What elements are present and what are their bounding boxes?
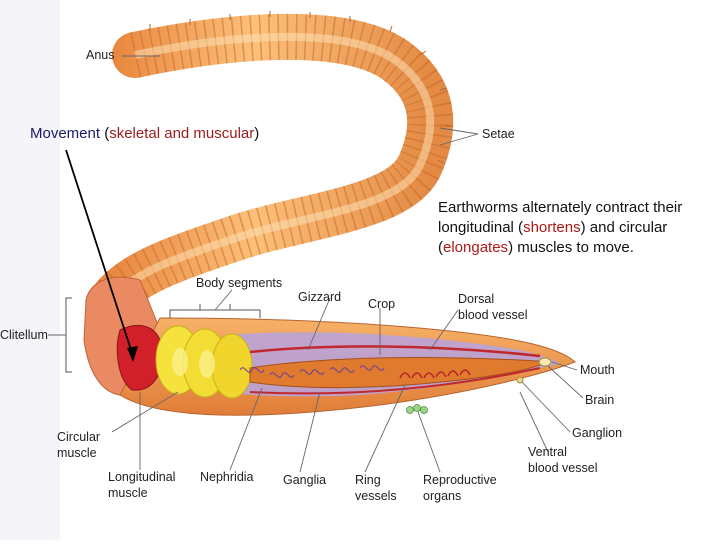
label-nephridia: Nephridia: [200, 470, 254, 484]
leader-lines: [48, 55, 584, 473]
ganglion-shape: [516, 376, 524, 384]
label-circular-1: Circular: [57, 430, 101, 444]
label-reproductive-2: organs: [423, 489, 462, 503]
label-reproductive-1: Reproductive: [423, 473, 497, 487]
title-detail: skeletal and muscular: [109, 125, 255, 142]
longitudinal-muscle-layer: [116, 324, 163, 391]
label-dorsal-1: Dorsal: [458, 292, 495, 306]
label-ventral-1: Ventral: [528, 445, 567, 459]
pointer-arrow: [65, 149, 134, 357]
brain-shape: [538, 357, 552, 367]
desc-shortens: shortens: [523, 219, 581, 236]
reproductive-organs: [406, 404, 428, 414]
title-main: Movement: [30, 125, 101, 142]
label-clitellum: Clitellum: [0, 328, 48, 342]
ventral-vessel: [249, 367, 541, 395]
nephridia: [239, 365, 385, 378]
desc-part2: ) and circular (: [438, 219, 668, 256]
desc-elongates: elongates: [443, 239, 509, 256]
label-anus: Anus: [86, 48, 115, 62]
dorsal-vessel: [249, 345, 541, 358]
label-setae: Setae: [482, 127, 515, 141]
label-mouth: Mouth: [580, 363, 615, 377]
label-dorsal-2: blood vessel: [458, 308, 528, 322]
desc-part1: Earthworms alternately contract their lo…: [438, 199, 683, 236]
label-ganglion: Ganglion: [572, 426, 623, 440]
circular-muscle-disc: [211, 333, 253, 399]
label-gizzard: Gizzard: [298, 290, 342, 304]
label-crop: Crop: [368, 297, 396, 311]
label-longitudinal-2: muscle: [108, 486, 148, 500]
label-ring-1: Ring: [355, 473, 381, 487]
label-brain: Brain: [585, 393, 615, 407]
title-paren-open: (: [100, 125, 110, 142]
label-circular-2: muscle: [57, 446, 97, 460]
label-ring-2: vessels: [355, 489, 397, 503]
movement-description: Earthworms alternately contract their lo…: [438, 198, 708, 258]
label-longitudinal-1: Longitudinal: [108, 470, 176, 484]
title-paren-close: ): [254, 125, 260, 142]
ring-vessels: [399, 369, 471, 379]
label-ganglia: Ganglia: [283, 473, 327, 487]
label-body-segments: Body segments: [196, 276, 283, 290]
page-edge: [0, 0, 60, 540]
label-ventral-2: blood vessel: [528, 461, 598, 475]
desc-part3: ) muscles to move.: [508, 239, 634, 256]
slide-title: Movement (skeletal and muscular): [30, 125, 259, 142]
